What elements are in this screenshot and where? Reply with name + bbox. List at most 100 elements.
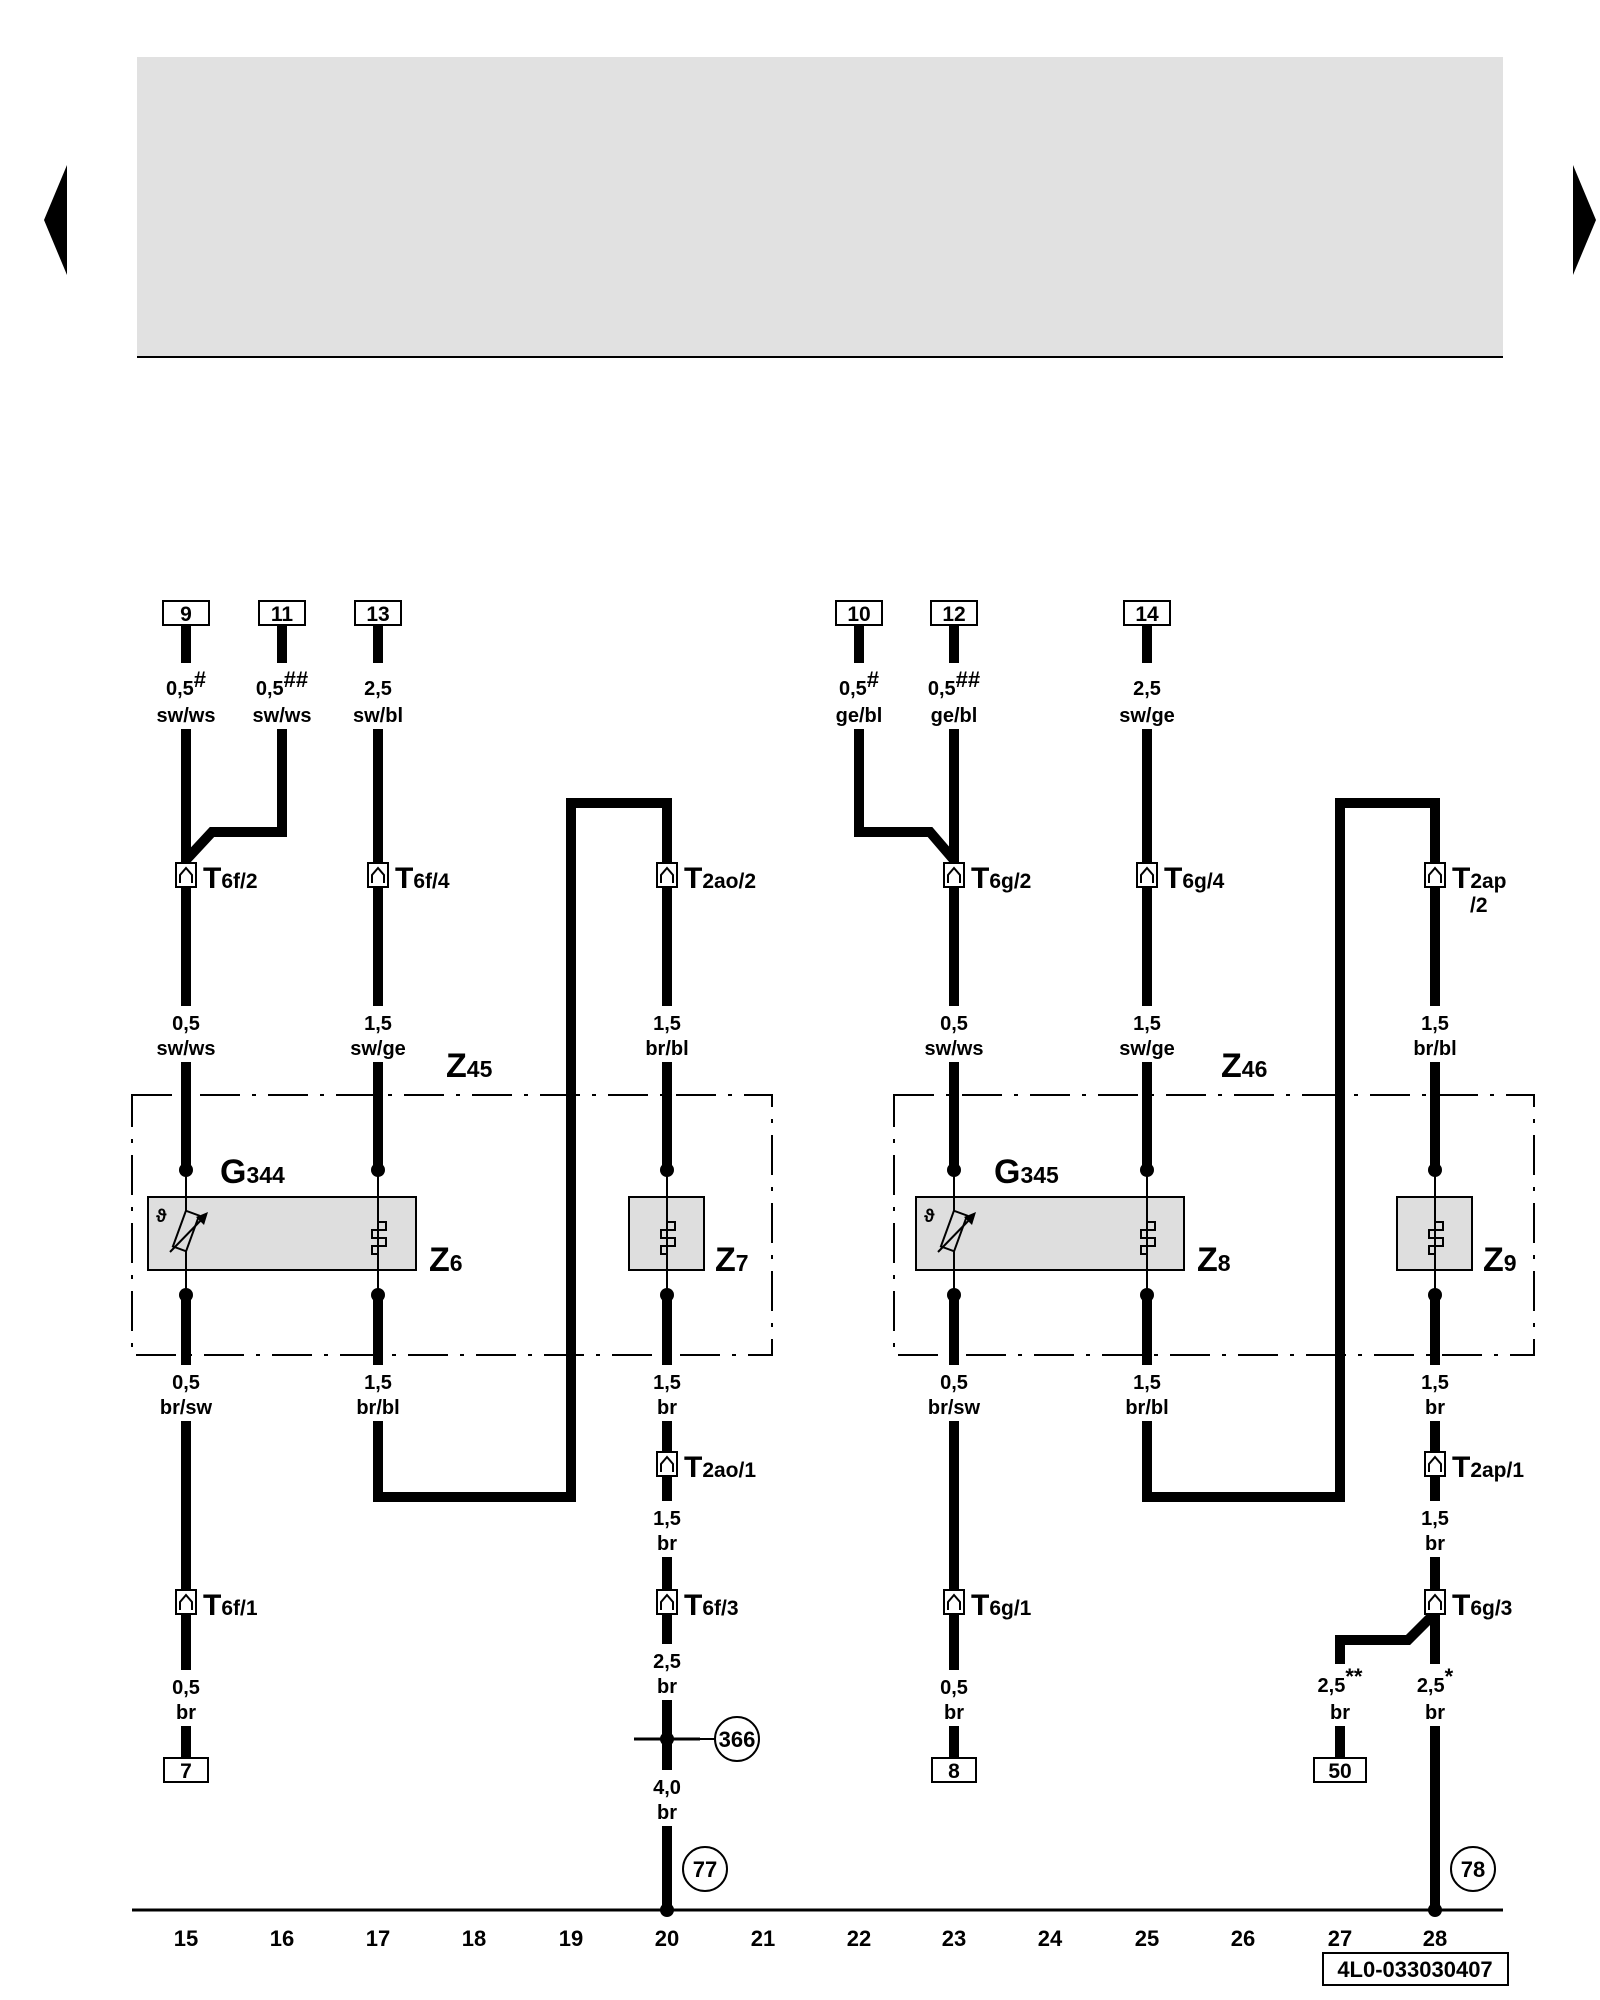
svg-text:T6f/2: T6f/2 [203,862,258,895]
ground-78-label: 78 [1461,1857,1485,1882]
svg-text:br: br [657,1533,677,1555]
wire-label-b3: 1,5 br [631,1365,703,1421]
connector-t2ap1[interactable]: T2ap/1 [1424,1451,1524,1484]
position-28: 28 [1423,1926,1447,1951]
svg-text:0,5: 0,5 [940,1372,968,1394]
svg-text:13: 13 [366,603,389,626]
svg-text:14: 14 [1135,603,1159,626]
connector-t6f1[interactable]: T6f/1 [175,1589,258,1622]
svg-text:2,5: 2,5 [1133,678,1161,700]
heater-symbol [1140,1212,1156,1266]
connector-t6f4[interactable]: T6f/4 [367,862,450,895]
connector-t6g2[interactable]: T6g/2 [943,862,1031,895]
ref-circle-366[interactable] [714,1716,760,1762]
terminal-50[interactable]: 50 [1313,1757,1367,1783]
connector-t6f3[interactable]: T6f/3 [656,1589,739,1622]
ground-circle-78[interactable] [1450,1846,1496,1892]
connector-t2ao2[interactable]: T2ao/2 [656,862,756,895]
svg-text:2,5: 2,5 [653,1651,681,1673]
label-z46: Z46 [1221,1047,1267,1085]
svg-text:ge/bl: ge/bl [931,705,978,727]
wire-label-a6: 1,5 br/bl [1399,1006,1471,1062]
connector-t6g1[interactable]: T6g/1 [943,1589,1032,1622]
terminal-14[interactable]: 14 [1123,600,1171,626]
position-17: 17 [366,1926,390,1951]
wire-label-a3: 1,5 br/bl [631,1006,703,1062]
theta-symbol: ϑ [924,1206,935,1226]
svg-text:2,5: 2,5 [364,678,392,700]
ground-dot-20 [660,1903,674,1917]
svg-text:T6f/4: T6f/4 [395,862,450,895]
terminal-8[interactable]: 8 [931,1757,977,1783]
svg-text:T6f/1: T6f/1 [203,1589,258,1622]
wire-label-c3: 1,5 br [631,1501,703,1557]
terminal-10[interactable]: 10 [835,600,883,626]
ground-circle-77[interactable] [682,1846,728,1892]
terminal-9[interactable]: 9 [162,600,210,626]
wire-14-loop[interactable] [1142,798,1440,1502]
connector-t2ap2[interactable]: T2ap /2 [1424,862,1507,917]
svg-text:1,5: 1,5 [653,1508,681,1530]
svg-text:sw/bl: sw/bl [353,705,403,727]
label-g344: G344 [220,1153,285,1191]
label-z7: Z7 [715,1241,749,1279]
svg-text:br/bl: br/bl [1413,1038,1456,1060]
position-24: 24 [1038,1926,1063,1951]
connector-t6g4[interactable]: T6g/4 [1136,862,1225,895]
g344-thermistor-symbol: ϑ [156,1206,208,1253]
position-25: 25 [1135,1926,1159,1951]
svg-text:ge/bl: ge/bl [836,705,883,727]
wire-label-9: 0,5# sw/ws [150,663,222,729]
terminal-12[interactable]: 12 [930,600,978,626]
terminal-13[interactable]: 13 [354,600,402,626]
wire-label-a5: 1,5 sw/ge [1111,1006,1183,1062]
svg-text:sw/ws: sw/ws [157,705,216,727]
prev-page-icon[interactable] [44,165,67,275]
svg-text:br/sw: br/sw [928,1397,981,1419]
terminal-7[interactable]: 7 [163,1757,209,1783]
position-26: 26 [1231,1926,1255,1951]
position-27: 27 [1328,1926,1352,1951]
svg-text:0,5: 0,5 [172,1013,200,1035]
position-19: 19 [559,1926,583,1951]
position-16: 16 [270,1926,294,1951]
svg-text:sw/ge: sw/ge [1119,1038,1175,1060]
svg-text:sw/ws: sw/ws [157,1038,216,1060]
terminal-11[interactable]: 11 [258,600,306,626]
svg-text:11: 11 [271,603,294,626]
wire-13-loop[interactable] [373,798,672,1502]
wire-label-a2: 1,5 sw/ge [342,1006,414,1062]
svg-text:2,5**: 2,5** [1318,1664,1363,1697]
svg-text:1,5: 1,5 [364,1013,392,1035]
z46-boundary [893,1094,1535,1356]
svg-text:sw/ws: sw/ws [925,1038,984,1060]
connector-t6f2[interactable]: T6f/2 [175,862,258,895]
junction-dots [179,1163,1442,1302]
svg-text:br: br [176,1702,196,1724]
svg-text:br: br [944,1702,964,1724]
svg-text:1,5: 1,5 [364,1372,392,1394]
svg-text:T2ao/1: T2ao/1 [684,1451,756,1484]
heater-symbol [371,1212,387,1266]
svg-text:0,5##: 0,5## [256,667,308,700]
svg-text:1,5: 1,5 [1133,1013,1161,1035]
svg-text:T6g/4: T6g/4 [1164,862,1225,895]
wire-label-12: 0,5## ge/bl [918,663,990,729]
svg-text:br: br [657,1397,677,1419]
position-22: 22 [847,1926,871,1951]
svg-text:br/sw: br/sw [160,1397,213,1419]
label-g345: G345 [994,1153,1059,1191]
next-page-icon[interactable] [1573,165,1596,275]
header-panel [137,57,1503,357]
svg-text:br/bl: br/bl [1125,1397,1168,1419]
svg-text:0,5: 0,5 [172,1372,200,1394]
theta-symbol: ϑ [156,1206,167,1226]
ground-77-label: 77 [693,1857,717,1882]
connector-t2ao1[interactable]: T2ao/1 [656,1451,756,1484]
svg-text:1,5: 1,5 [1421,1508,1449,1530]
svg-text:1,5: 1,5 [653,1372,681,1394]
connector-t6g3[interactable]: T6g/3 [1424,1589,1512,1622]
splice-dot [660,1732,674,1746]
svg-text:50: 50 [1328,1760,1351,1783]
